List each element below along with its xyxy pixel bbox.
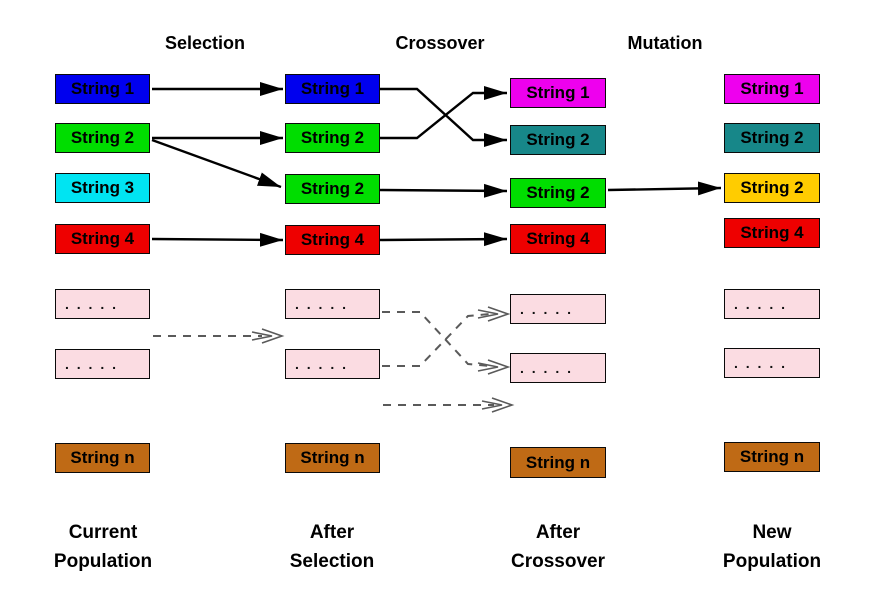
box-current-string-4: String 4: [55, 224, 150, 254]
caption-after-selection: After Selection: [247, 518, 417, 576]
box-new-string-n: String n: [724, 442, 820, 472]
box-crossover-string-n: String n: [510, 447, 606, 478]
box-crossover-ellipsis-2: . . . . .: [510, 353, 606, 383]
box-selection-string-4: String 4: [285, 225, 380, 255]
header-crossover: Crossover: [395, 33, 485, 53]
box-current-string-n: String n: [55, 443, 150, 473]
box-crossover-string-1: String 1: [510, 78, 606, 108]
box-crossover-string-4: String 4: [510, 224, 606, 254]
box-selection-string-1: String 1: [285, 74, 380, 104]
box-new-string-2b: String 2: [724, 173, 820, 203]
box-new-ellipsis-1: . . . . .: [724, 289, 820, 319]
caption-line: Population: [722, 551, 822, 572]
box-current-ellipsis-2: . . . . .: [55, 349, 150, 379]
header-mutation: Mutation: [627, 33, 703, 53]
caption-line: New: [752, 522, 792, 543]
caption-after-crossover: After Crossover: [473, 518, 643, 576]
dashed-arrowhead: [487, 306, 511, 322]
box-crossover-ellipsis-1: . . . . .: [510, 294, 606, 324]
dashed-arrowhead: [491, 397, 515, 413]
dashed-arrow-crossover-down: [382, 311, 491, 367]
box-new-ellipsis-2: . . . . .: [724, 348, 820, 378]
box-new-string-4: String 4: [724, 218, 820, 248]
box-current-string-2: String 2: [55, 123, 150, 153]
caption-line: Selection: [289, 551, 375, 572]
box-new-string-2a: String 2: [724, 123, 820, 153]
mutation-arrow-string2: [607, 181, 722, 196]
dashed-arrowhead: [251, 331, 273, 341]
selection-arrow-string2-copy: [151, 138, 282, 189]
caption-new-population: New Population: [687, 518, 857, 576]
box-selection-ellipsis-1: . . . . .: [285, 289, 380, 319]
box-current-ellipsis-1: . . . . .: [55, 289, 150, 319]
caption-current-population: Current Population: [18, 518, 188, 576]
caption-line: Population: [53, 551, 153, 572]
box-selection-string-2a: String 2: [285, 123, 380, 153]
crossover-arrow-string2-to-string1: [380, 86, 507, 140]
dashed-arrowhead: [487, 359, 511, 375]
caption-line: After: [309, 522, 355, 543]
box-selection-string-n: String n: [285, 443, 380, 473]
caption-line: After: [535, 522, 581, 543]
caption-line: Crossover: [511, 551, 605, 572]
box-selection-ellipsis-2: . . . . .: [285, 349, 380, 379]
dashed-arrowhead: [481, 400, 503, 410]
box-current-string-3: String 3: [55, 173, 150, 203]
crossover-arrow-string4: [379, 232, 508, 247]
box-crossover-string-2a: String 2: [510, 125, 606, 155]
box-current-string-1: String 1: [55, 74, 150, 104]
crossover-arrow-string2b: [379, 183, 508, 198]
box-crossover-string-2b: String 2: [510, 178, 606, 208]
crossover-arrow-string1-to-string2: [380, 87, 507, 147]
caption-line: Current: [68, 522, 138, 543]
dashed-arrowhead: [477, 309, 499, 319]
box-selection-string-2b: String 2: [285, 174, 380, 204]
box-new-string-1: String 1: [724, 74, 820, 104]
dashed-arrow-crossover-up: [382, 313, 491, 367]
header-selection: Selection: [164, 33, 246, 53]
dashed-arrowhead: [261, 328, 285, 344]
dashed-arrowhead: [477, 362, 499, 372]
selection-arrow-string4: [151, 232, 284, 247]
